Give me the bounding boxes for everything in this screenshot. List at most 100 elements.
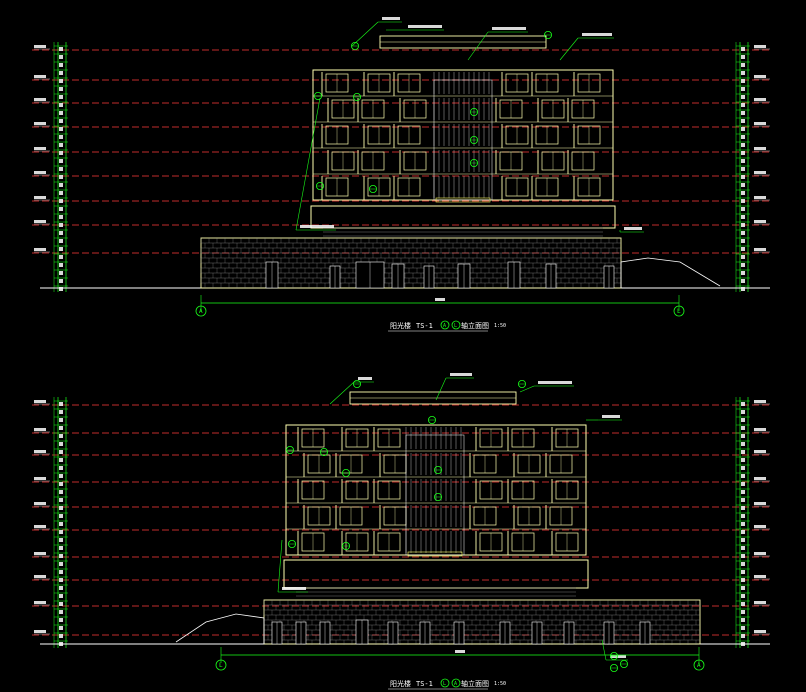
level-scale-label <box>741 498 745 502</box>
level-scale-label <box>741 610 745 614</box>
level-scale-label <box>59 55 63 59</box>
level-scale-label <box>59 514 63 518</box>
leader-line <box>559 37 579 61</box>
overall-dimension-text <box>455 650 465 653</box>
level-scale-label <box>59 602 63 606</box>
caption-scale: 1:50 <box>494 681 506 687</box>
level-scale-label <box>59 562 63 566</box>
level-elevation-text <box>34 525 46 528</box>
level-scale-label <box>741 239 745 243</box>
level-scale-label <box>741 87 745 91</box>
tower-base-slab <box>283 559 589 589</box>
level-scale-label <box>59 450 63 454</box>
level-elevation-text <box>34 630 46 633</box>
curtain-wall-frame <box>405 434 465 556</box>
level-scale-label <box>59 530 63 534</box>
level-elevation-text <box>34 196 46 199</box>
level-elevation-text <box>754 98 766 101</box>
level-scale-label <box>59 47 63 51</box>
level-scale-label <box>59 167 63 171</box>
level-elevation-text <box>754 428 766 431</box>
axis-bubble <box>215 659 227 671</box>
level-scale-label <box>741 47 745 51</box>
level-scale-label <box>59 594 63 598</box>
level-scale-label <box>741 175 745 179</box>
leader-line <box>467 31 489 61</box>
level-elevation-text <box>754 630 766 633</box>
leader-annotation <box>382 17 400 20</box>
axis-label: L <box>219 662 223 669</box>
leader-annotation <box>538 381 572 384</box>
level-scale-label <box>59 618 63 622</box>
level-elevation-text <box>34 122 46 125</box>
level-scale-label <box>741 159 745 163</box>
level-scale-label <box>59 466 63 470</box>
leader-line <box>329 381 355 405</box>
level-scale-label <box>741 442 745 446</box>
level-scale-label <box>741 634 745 638</box>
leader-annotation <box>300 225 334 228</box>
level-scale-label <box>741 450 745 454</box>
leader-line <box>601 639 607 661</box>
level-scale-label <box>59 119 63 123</box>
level-scale-label <box>741 255 745 259</box>
leader-annotation <box>602 415 620 418</box>
axis-bubble <box>195 305 207 317</box>
level-scale-label <box>741 522 745 526</box>
level-elevation-text <box>34 75 46 78</box>
level-scale-label <box>741 434 745 438</box>
level-scale-label <box>59 183 63 187</box>
caption-upper: 阳光楼 TS-1 A L 轴立面图 1:50 <box>388 320 506 332</box>
leader-annotation <box>492 27 526 30</box>
level-scale-label <box>59 207 63 211</box>
elevation-upper <box>32 17 770 311</box>
leader-annotation <box>582 33 612 36</box>
level-scale-label <box>59 506 63 510</box>
level-scale-label <box>741 167 745 171</box>
level-scale-label <box>59 127 63 131</box>
level-scale-label <box>59 63 63 67</box>
level-elevation-text <box>34 98 46 101</box>
level-elevation-text <box>34 147 46 150</box>
level-elevation-text <box>754 400 766 403</box>
level-scale-label <box>59 490 63 494</box>
overall-dimension-text <box>435 298 445 301</box>
level-scale-label <box>59 175 63 179</box>
axis-label: A <box>199 308 203 315</box>
level-elevation-text <box>34 450 46 453</box>
leader-line <box>519 385 535 393</box>
level-scale-label <box>741 271 745 275</box>
level-scale-label <box>59 71 63 75</box>
caption-axis-to: L <box>454 323 457 329</box>
caption-prefix: 阳光楼 <box>390 679 411 688</box>
level-scale-label <box>741 151 745 155</box>
axis-label: A <box>697 662 701 669</box>
level-elevation-text <box>754 248 766 251</box>
axis-label: L <box>677 308 681 315</box>
entrance-canopy <box>407 551 463 557</box>
level-elevation-text <box>34 248 46 251</box>
level-elevation-text <box>754 122 766 125</box>
level-scale-label <box>59 410 63 414</box>
caption-axis-bubble <box>451 678 461 688</box>
level-scale-label <box>741 554 745 558</box>
level-scale-label <box>741 562 745 566</box>
level-scale-label <box>59 634 63 638</box>
level-scale-label <box>741 594 745 598</box>
leader-line <box>277 539 283 593</box>
level-elevation-text <box>34 502 46 505</box>
level-scale-label <box>741 287 745 291</box>
caption-axis-to: A <box>454 681 457 687</box>
level-elevation-text <box>754 575 766 578</box>
level-scale-label <box>741 103 745 107</box>
level-scale-label <box>59 103 63 107</box>
caption-prefix: 阳光楼 <box>390 321 411 330</box>
entrance-canopy <box>435 197 491 203</box>
level-scale-label <box>59 151 63 155</box>
tower-outline <box>312 69 614 201</box>
level-scale-label <box>59 554 63 558</box>
curtain-wall-frame <box>433 79 493 201</box>
level-scale-label <box>741 602 745 606</box>
level-elevation-text <box>754 45 766 48</box>
